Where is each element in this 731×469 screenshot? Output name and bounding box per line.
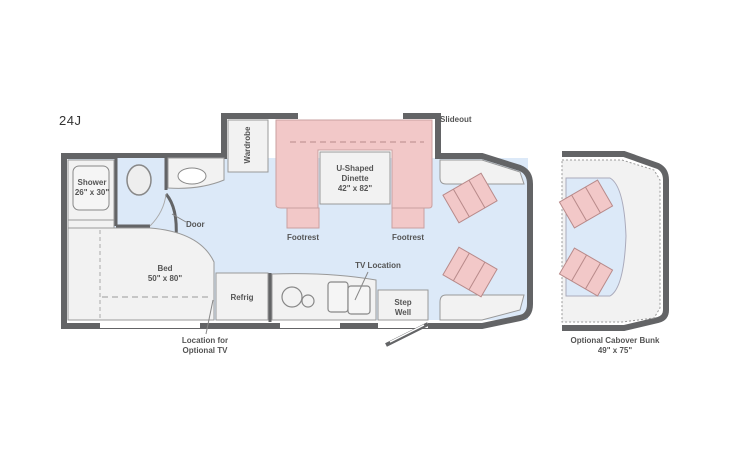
tv-location-label: TV Location xyxy=(355,261,401,270)
model-label: 24J xyxy=(59,113,82,128)
shower-size: 26" x 30" xyxy=(74,188,110,197)
optional-tv-text-2: Optional TV xyxy=(182,346,228,355)
well-text: Well xyxy=(394,308,412,317)
refrig-label: Refrig xyxy=(230,293,254,302)
cabover-size: 49" x 75" xyxy=(597,346,633,355)
wardrobe-label: Wardrobe xyxy=(243,126,252,164)
optional-tv-text: Location for xyxy=(181,336,229,345)
exterior-wall xyxy=(61,113,533,329)
dinette-size: 42" x 82" xyxy=(337,184,373,193)
door-label: Door xyxy=(186,220,205,229)
dinette-text: U-Shaped xyxy=(336,164,374,173)
dinette-text-2: Dinette xyxy=(341,174,369,183)
step-text: Step xyxy=(394,298,412,307)
cabover-text: Optional Cabover Bunk xyxy=(570,336,660,345)
bed-size: 50" x 80" xyxy=(147,274,183,283)
footrest-left-label: Footrest xyxy=(287,233,319,242)
slideout-label: Slideout xyxy=(440,115,472,124)
bed-text: Bed xyxy=(157,264,173,273)
footrest-right-label: Footrest xyxy=(392,233,424,242)
shower-text: Shower xyxy=(77,178,107,187)
